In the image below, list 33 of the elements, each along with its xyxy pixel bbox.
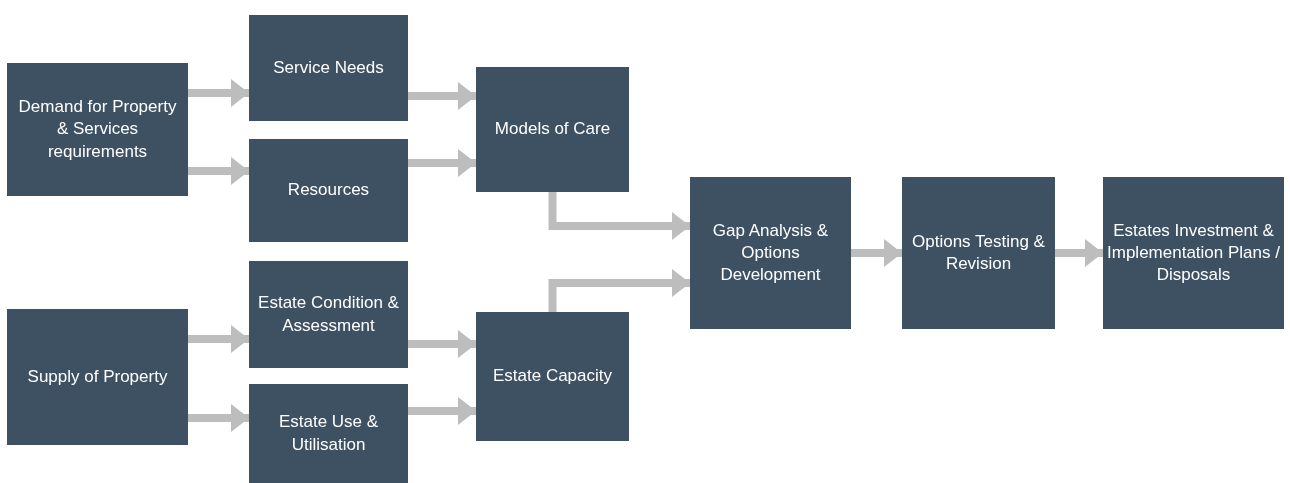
arrow [188,404,249,432]
process-box [902,177,1055,329]
process-box [249,261,408,368]
box-label: Service Needs [273,56,384,79]
box-label: Estate Use & Utilisation [277,411,380,456]
arrow [188,157,249,185]
process-box [249,384,408,483]
process-box [476,312,629,441]
process-box [1103,177,1284,329]
process-box [7,63,188,196]
arrow [408,82,476,110]
process-box [249,139,408,242]
arrow [851,239,902,267]
box-label: Estates Investment & Implementation Plans / Disposals [1107,219,1280,287]
process-box [476,67,629,192]
box-label: Estate Condition & Assessment [257,292,400,337]
arrow [408,397,476,425]
arrow [1055,239,1103,267]
box-label: Demand for Property & Services requirements [17,96,178,163]
arrow [548,269,690,312]
box-label: Estate Capacity [492,365,613,388]
box-label: Supply of Property [27,365,168,388]
process-box [7,309,188,445]
arrow [408,330,476,358]
process-box [690,177,851,329]
box-label: Models of Care [494,118,611,141]
box-label: Options Testing & Revision [911,230,1046,275]
arrow [408,149,476,177]
box-label: Gap Analysis & Options Development [711,219,830,287]
arrow [188,79,249,107]
box-label: Resources [287,179,370,202]
process-box [249,15,408,121]
arrow [188,325,249,353]
